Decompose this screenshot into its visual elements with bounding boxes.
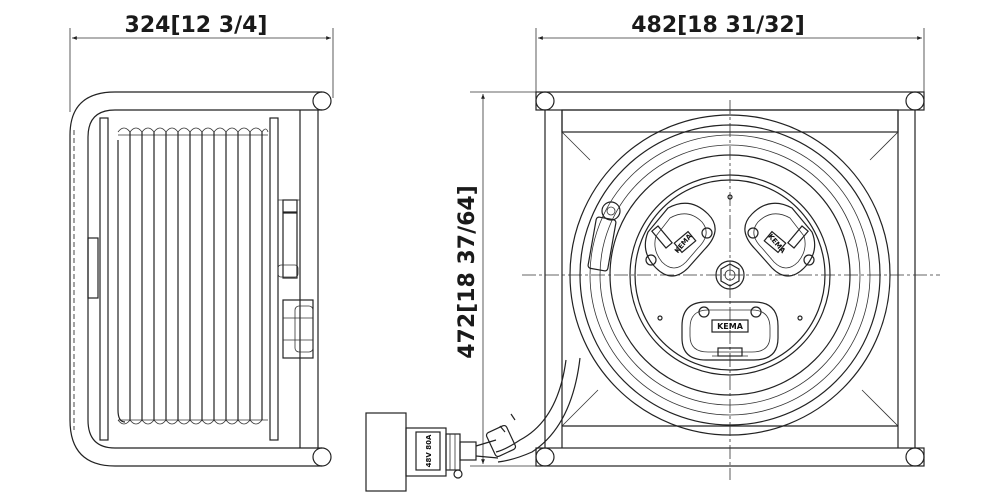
outlet-plug: 48V 80A: [365, 412, 499, 492]
front-height-label: 472[18 37/64]: [455, 185, 480, 359]
outlet-hose: [485, 357, 581, 463]
side-sockets: [277, 199, 314, 359]
bottom-socket: KEMA: [681, 301, 779, 361]
hose-guide: [587, 201, 621, 272]
plug-rating-label: 48V 80A: [425, 434, 433, 467]
front-width-dimension: 482[18 31/32]: [535, 13, 925, 92]
bottom-socket-brand: KEMA: [717, 322, 744, 331]
front-view: 482[18 31/32] 472[18 37/64]: [365, 13, 940, 492]
side-hose-coils: [117, 127, 269, 425]
front-width-label: 482[18 31/32]: [631, 13, 805, 38]
right-socket: KEMA: [744, 202, 816, 277]
side-frame: [69, 91, 332, 467]
side-view: 324[12 3/4]: [69, 13, 334, 467]
front-height-dimension: 472[18 37/64]: [455, 91, 542, 467]
side-width-dimension: 324[12 3/4]: [69, 13, 334, 112]
side-width-label: 324[12 3/4]: [125, 13, 268, 38]
center-lines: [522, 100, 940, 480]
left-socket: KEMA: [644, 202, 716, 277]
